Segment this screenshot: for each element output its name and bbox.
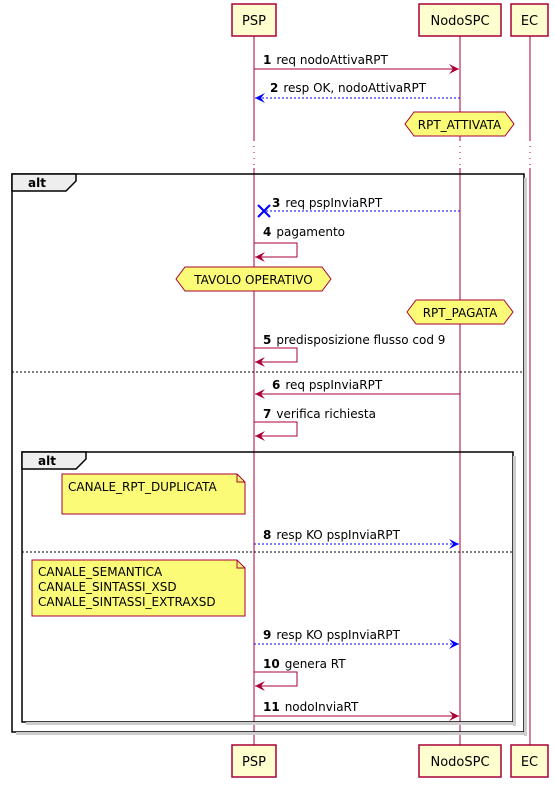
message-10: 10 genera RT: [254, 657, 346, 691]
alt-frame-outer: alt: [11, 173, 527, 736]
message-1: 1 req nodoAttivaRPT: [254, 53, 459, 74]
message-label: resp OK, nodoAttivaRPT: [283, 81, 426, 95]
note-line: CANALE_SINTASSI_XSD: [38, 580, 177, 594]
note-rpt-duplicata: CANALE_RPT_DUPLICATA: [61, 473, 246, 515]
message-number: 4: [263, 225, 271, 239]
message-11: 11 nodoInviaRT: [254, 700, 459, 721]
note-line: CANALE_SEMANTICA: [38, 565, 163, 579]
message-6: 6 req pspInviaRPT: [255, 378, 460, 399]
note-line: CANALE_RPT_DUPLICATA: [68, 480, 217, 494]
state-tavolo-operativo: TAVOLO OPERATIVO: [175, 266, 332, 292]
message-number: 6: [272, 378, 280, 392]
participant-psp-top: PSP: [231, 3, 277, 37]
participant-psp-label: PSP: [242, 755, 266, 770]
state-label: TAVOLO OPERATIVO: [193, 273, 313, 287]
message-label: resp KO pspInviaRPT: [276, 628, 400, 642]
state-rpt-pagata: RPT_PAGATA: [406, 299, 514, 325]
message-number: 7: [263, 407, 271, 421]
message-number: 8: [263, 528, 271, 542]
message-2: 2 resp OK, nodoAttivaRPT: [255, 81, 460, 103]
message-number: 10: [263, 657, 280, 671]
participant-nodo-top: NodoSPC: [418, 3, 502, 37]
alt-label: alt: [38, 454, 56, 468]
state-rpt-attivata: RPT_ATTIVATA: [404, 111, 515, 137]
message-number: 1: [263, 53, 271, 67]
participant-nodo-label: NodoSPC: [430, 14, 489, 29]
participant-nodo-label: NodoSPC: [430, 755, 489, 770]
message-label: verifica richiesta: [276, 407, 376, 421]
participant-ec-bottom: EC: [510, 744, 549, 778]
participant-ec-label: EC: [521, 755, 538, 770]
message-label: nodoInviaRT: [285, 700, 359, 714]
message-label: req pspInviaRPT: [285, 196, 382, 210]
alt-label: alt: [28, 176, 46, 190]
message-7: 7 verifica richiesta: [254, 407, 376, 441]
message-number: 11: [263, 700, 280, 714]
message-9: 9 resp KO pspInviaRPT: [254, 628, 459, 649]
participant-ec-label: EC: [521, 14, 538, 29]
message-label: genera RT: [285, 657, 347, 671]
participant-psp-bottom: PSP: [231, 744, 277, 778]
participant-nodo-bottom: NodoSPC: [418, 744, 502, 778]
alt-frame-inner: alt: [21, 451, 516, 726]
message-label: req pspInviaRPT: [285, 378, 382, 392]
state-label: RPT_PAGATA: [423, 306, 498, 320]
message-label: req nodoAttivaRPT: [276, 53, 388, 67]
message-label: predisposizione flusso cod 9: [276, 333, 445, 347]
message-5: 5 predisposizione flusso cod 9: [254, 333, 445, 367]
message-number: 5: [263, 333, 271, 347]
message-number: 3: [272, 196, 280, 210]
message-number: 2: [270, 81, 278, 95]
message-label: resp KO pspInviaRPT: [276, 528, 400, 542]
message-number: 9: [263, 628, 271, 642]
lost-message-icon: [257, 204, 271, 218]
message-8: 8 resp KO pspInviaRPT: [254, 528, 459, 549]
message-4: 4 pagamento: [254, 225, 345, 262]
state-label: RPT_ATTIVATA: [418, 118, 502, 132]
note-line: CANALE_SINTASSI_EXTRAXSD: [38, 595, 216, 609]
message-3: 3 req pspInviaRPT: [257, 196, 460, 218]
participant-psp-label: PSP: [242, 14, 266, 29]
note-semantica: CANALE_SEMANTICA CANALE_SINTASSI_XSD CAN…: [31, 559, 246, 617]
participant-ec-top: EC: [510, 3, 549, 37]
lifelines: [253, 36, 531, 750]
message-label: pagamento: [276, 225, 345, 239]
